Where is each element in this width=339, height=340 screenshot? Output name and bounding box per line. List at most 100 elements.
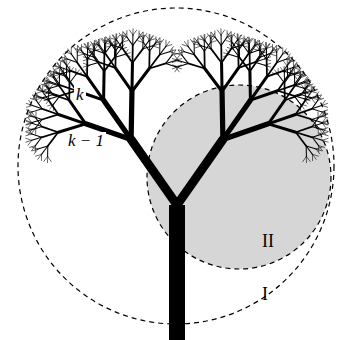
- tree-branch: [88, 42, 89, 48]
- tree-branch: [177, 139, 223, 205]
- tree-branch: [276, 52, 277, 62]
- tree-branch: [250, 57, 260, 71]
- tree-branch: [172, 65, 178, 67]
- tree-branch: [294, 76, 295, 86]
- tree-branch: [266, 49, 267, 59]
- tree-branch: [127, 37, 133, 45]
- tree-branch: [204, 51, 206, 68]
- tree-branch: [92, 45, 96, 50]
- tree-branch: [86, 59, 88, 76]
- tree-branch: [205, 41, 211, 49]
- tree-branch: [55, 68, 61, 70]
- tree-branch: [40, 86, 44, 91]
- tree-branch: [296, 127, 312, 133]
- tree-branch: [181, 47, 185, 52]
- tree-branch: [32, 137, 42, 140]
- tree-branch: [26, 105, 32, 107]
- tree-branch: [81, 49, 85, 54]
- tree-branch: [87, 77, 104, 101]
- branch-level-label: k − 1: [66, 132, 106, 151]
- tree-branch: [233, 49, 239, 57]
- tree-branch: [217, 30, 221, 35]
- tree-branch: [239, 47, 240, 57]
- tree-branch: [83, 63, 89, 65]
- tree-branch: [50, 92, 60, 95]
- tree-branch: [115, 40, 116, 50]
- tree-branch: [36, 94, 37, 100]
- tree-branch: [267, 71, 283, 77]
- tree-branch: [277, 47, 281, 52]
- tree-branch: [224, 55, 230, 57]
- tree-branch: [99, 39, 100, 45]
- tree-branch: [295, 71, 299, 76]
- tree-branch: [132, 49, 142, 63]
- tree-branch: [273, 47, 277, 52]
- tree-branch: [266, 44, 270, 49]
- tree-branch: [26, 138, 32, 140]
- tree-branch: [113, 35, 117, 40]
- tree-branch: [44, 86, 50, 88]
- dashed-circle: [18, 8, 334, 324]
- tree-branch: [265, 63, 271, 65]
- tree-branch: [303, 156, 307, 161]
- tree-branch: [287, 61, 291, 66]
- tree-branch: [222, 49, 232, 63]
- tree-branch: [268, 114, 295, 123]
- tree-branch: [61, 71, 71, 74]
- tree-branch: [160, 52, 170, 55]
- tree-branch: [37, 96, 43, 98]
- tree-branch: [188, 46, 194, 54]
- tree-branch: [260, 45, 261, 51]
- tree-branch: [150, 36, 154, 41]
- tree-branch: [146, 36, 150, 41]
- tree-branch: [123, 49, 133, 63]
- tree-branch: [301, 85, 305, 90]
- tree-branch: [243, 46, 249, 54]
- tree-branch: [318, 146, 319, 152]
- tree-branch: [160, 39, 164, 44]
- tree-branch: [87, 49, 88, 59]
- tree-branch: [166, 63, 176, 66]
- tree-branch: [210, 39, 211, 49]
- tree-branch: [267, 51, 273, 59]
- tree-branch: [44, 99, 50, 101]
- tree-branch: [44, 88, 50, 90]
- region-label-wrap: I: [262, 285, 268, 305]
- tree-branch: [71, 54, 77, 62]
- tree-branch: [222, 68, 239, 92]
- tree-branch: [131, 139, 177, 205]
- region-label-wrap: II: [262, 232, 274, 252]
- branch-level-label: k: [74, 86, 86, 105]
- tree-branch: [266, 59, 268, 76]
- tree-branch: [312, 109, 322, 112]
- tree-branch: [51, 73, 57, 75]
- region-outline: [18, 8, 334, 324]
- tree-branch: [71, 48, 72, 54]
- tree-branch: [305, 90, 306, 100]
- tree-branch: [117, 40, 123, 48]
- tree-branch: [77, 52, 78, 62]
- tree-branch: [175, 55, 179, 60]
- tree-branch: [240, 58, 250, 72]
- tree-branch: [305, 85, 309, 90]
- tree-branch: [83, 59, 89, 61]
- tree-branch: [263, 44, 267, 49]
- outer-region: III: [18, 8, 334, 324]
- tree-branch: [305, 97, 315, 100]
- tree-branch: [132, 68, 149, 91]
- tree-branch: [179, 52, 185, 54]
- tree-branch: [50, 96, 60, 99]
- tree-branch: [133, 37, 139, 45]
- tree-branch: [64, 54, 68, 59]
- tree-branch: [322, 123, 328, 125]
- tree-branch: [318, 116, 324, 118]
- tree-branch: [278, 68, 279, 74]
- tree-branch: [240, 41, 244, 46]
- tree-branch: [49, 100, 59, 114]
- tree-branch: [32, 109, 42, 112]
- tree-branch: [58, 124, 86, 132]
- tree-branch: [54, 70, 55, 76]
- tree-branch: [93, 54, 99, 62]
- tree-branch: [132, 35, 133, 45]
